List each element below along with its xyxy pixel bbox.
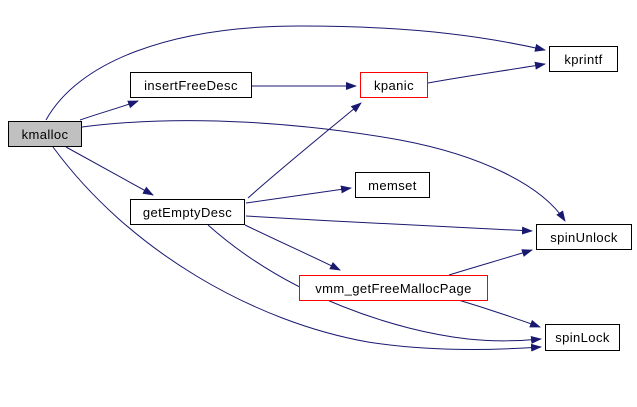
- edge-vmm_getFreeMallocPage-to-spinUnlock: [448, 249, 533, 276]
- edge-getEmptyDesc-to-spinLock: [207, 224, 542, 344]
- node-spinLock[interactable]: spinLock: [545, 324, 620, 351]
- edge-getEmptyDesc-to-memset: [245, 185, 352, 204]
- edge-getEmptyDesc-to-kpanic: [247, 102, 362, 199]
- node-label: spinLock: [555, 330, 610, 345]
- node-memset[interactable]: memset: [355, 172, 430, 198]
- edge-vmm_getFreeMallocPage-to-spinLock: [451, 297, 541, 328]
- node-label: getEmptyDesc: [142, 204, 233, 220]
- node-vmm_getFreeMallocPage[interactable]: vmm_getFreeMallocPage: [299, 275, 488, 301]
- node-label: memset: [368, 177, 417, 193]
- node-label: kmalloc: [21, 126, 69, 142]
- edge-kmalloc-to-getEmptyDesc: [65, 146, 154, 196]
- edge-kmalloc-to-spinUnlock: [81, 120, 566, 222]
- node-label: vmm_getFreeMallocPage: [315, 280, 472, 296]
- node-label: insertFreeDesc: [144, 77, 238, 93]
- node-insertFreeDesc[interactable]: insertFreeDesc: [130, 72, 252, 98]
- node-getEmptyDesc[interactable]: getEmptyDesc: [130, 199, 245, 225]
- edge-kmalloc-to-kprintf: [45, 25, 546, 121]
- node-kprintf[interactable]: kprintf: [549, 46, 618, 72]
- edge-kmalloc-to-spinLock: [52, 146, 542, 352]
- edge-getEmptyDesc-to-vmm_getFreeMallocPage: [244, 224, 341, 271]
- node-label: kpanic: [374, 77, 414, 93]
- node-label: spinUnlock: [550, 229, 618, 245]
- node-spinUnlock[interactable]: spinUnlock: [536, 224, 632, 250]
- edge-kpanic-to-kprintf: [427, 61, 546, 84]
- node-kpanic[interactable]: kpanic: [360, 72, 428, 98]
- node-kmalloc: kmalloc: [8, 121, 82, 147]
- edge-getEmptyDesc-to-spinUnlock: [245, 215, 533, 235]
- edge-kmalloc-to-insertFreeDesc: [79, 100, 139, 121]
- node-label: kprintf: [564, 51, 603, 67]
